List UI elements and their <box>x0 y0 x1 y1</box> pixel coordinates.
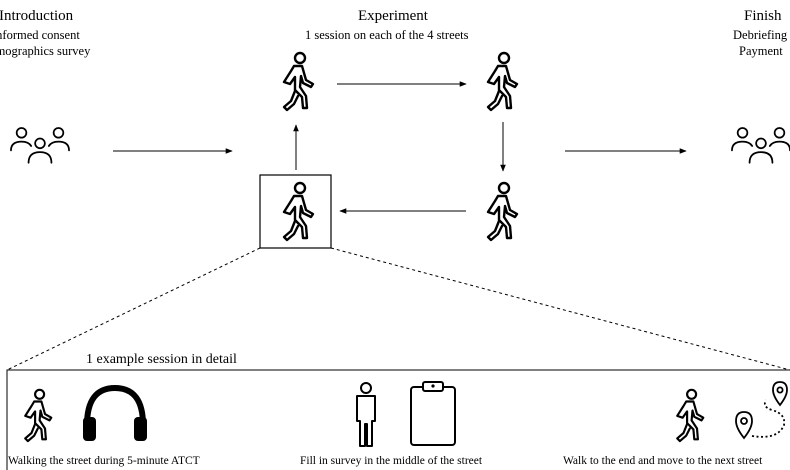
session-detail-panel <box>6 369 790 470</box>
introduction-line-1: Informed consent <box>0 28 80 42</box>
step-2-caption: Fill in survey in the middle of the stre… <box>300 455 483 467</box>
walking-person-icon <box>676 388 705 443</box>
walking-person-icon <box>24 388 53 443</box>
route-pins-icon <box>735 381 788 440</box>
walker-icon-street-3 <box>486 181 519 242</box>
experiment-title: Experiment <box>358 8 428 24</box>
experiment-subtitle: 1 session on each of the 4 streets <box>305 28 469 42</box>
standing-person-icon <box>356 382 376 447</box>
step-3-caption: Walk to the end and move to the next str… <box>563 455 763 467</box>
zoom-line-left <box>6 247 261 371</box>
example-session-box <box>259 174 332 249</box>
detail-title: 1 example session in detail <box>86 352 237 367</box>
finish-title: Finish <box>744 8 782 24</box>
finish-line-1: Debriefing <box>733 28 788 42</box>
headphones-icon <box>83 384 147 441</box>
zoom-line-right <box>330 247 790 371</box>
introduction-group-icon <box>10 127 70 164</box>
finish-line-2: Payment <box>739 44 783 58</box>
finish-group-icon <box>731 127 790 164</box>
introduction-line-2: Demographics survey <box>0 44 91 58</box>
clipboard-icon <box>410 381 456 446</box>
walker-icon-street-2 <box>486 51 519 112</box>
walker-icon-street-1 <box>282 51 315 112</box>
walker-icon-street-4 <box>282 181 315 242</box>
step-1-caption: Walking the street during 5-minute ATCT <box>8 455 200 467</box>
introduction-title: Introduction <box>0 8 74 24</box>
